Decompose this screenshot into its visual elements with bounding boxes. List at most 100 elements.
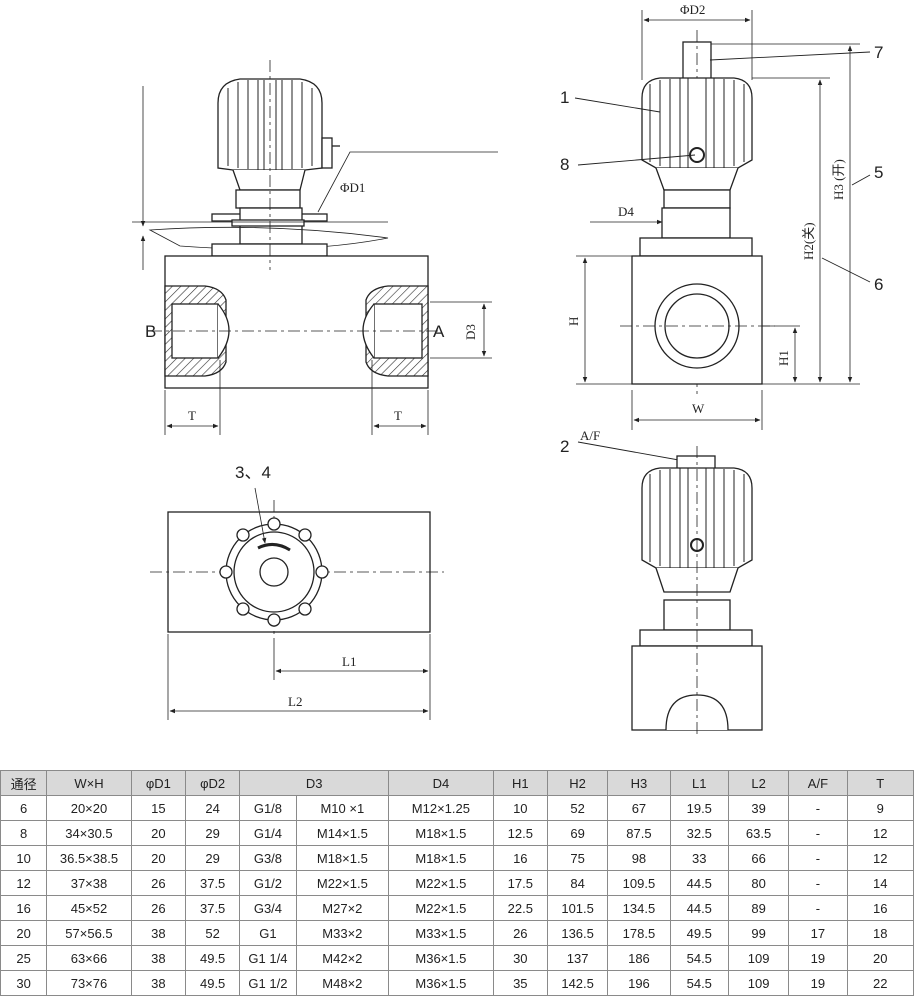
header-cell: H2: [546, 770, 609, 796]
callout-1: 1: [560, 88, 569, 107]
table-cell: M12×1.25: [388, 795, 494, 821]
label-t-right: T: [394, 408, 402, 423]
label-w: W: [692, 401, 705, 416]
table-cell: 45×52: [46, 895, 132, 921]
table-cell: M22×1.5: [388, 895, 494, 921]
table-cell: 19: [788, 945, 848, 971]
table-cell: 44.5: [669, 870, 729, 896]
table-cell: 101.5: [546, 895, 609, 921]
table-cell: 44.5: [669, 895, 729, 921]
table-cell: M36×1.5: [388, 970, 494, 996]
table-cell: 18: [846, 920, 914, 946]
table-cell: 73×76: [46, 970, 132, 996]
callout-5: 5: [874, 163, 883, 182]
table-cell: 26: [130, 895, 187, 921]
table-cell: 38: [130, 920, 187, 946]
af-view: [631, 446, 763, 735]
label-phi-d2: ΦD2: [680, 2, 705, 17]
table-cell: 24: [184, 795, 241, 821]
label-d4: D4: [618, 204, 634, 219]
header-cell: D3: [239, 770, 390, 796]
table-cell: 36.5×38.5: [46, 845, 132, 871]
table-cell: 20: [130, 820, 187, 846]
table-cell: 20: [846, 945, 914, 971]
table-cell: G1: [239, 920, 297, 946]
side-view: [574, 10, 871, 463]
label-h: H: [566, 317, 581, 326]
table-cell: 186: [607, 945, 671, 971]
header-cell: 通径: [0, 770, 48, 796]
table-cell: 136.5: [546, 920, 609, 946]
table-cell: 22: [846, 970, 914, 996]
table-cell: M36×1.5: [388, 945, 494, 971]
table-cell: 109.5: [607, 870, 671, 896]
label-h1: H1: [776, 350, 791, 366]
label-d3: D3: [463, 324, 478, 340]
table-cell: M22×1.5: [295, 870, 390, 896]
table-cell: 66: [727, 845, 790, 871]
table-cell: 32.5: [669, 820, 729, 846]
label-port-b: B: [145, 322, 156, 341]
table-cell: 80: [727, 870, 790, 896]
table-cell: 57×56.5: [46, 920, 132, 946]
table-cell: 29: [184, 845, 241, 871]
table-cell: -: [788, 870, 848, 896]
label-l2: L2: [288, 694, 302, 709]
table-cell: 12: [846, 820, 914, 846]
table-cell: 15: [130, 795, 187, 821]
table-cell: 34×30.5: [46, 820, 132, 846]
table-cell: 89: [727, 895, 790, 921]
table-cell: 12: [846, 845, 914, 871]
table-cell: 33: [669, 845, 729, 871]
table-cell: 19: [788, 970, 848, 996]
table-cell: 38: [130, 970, 187, 996]
table-cell: M33×2: [295, 920, 390, 946]
table-cell: 142.5: [546, 970, 609, 996]
label-af: A/F: [580, 428, 600, 443]
table-cell: 87.5: [607, 820, 671, 846]
table-cell: -: [788, 895, 848, 921]
table-cell: M14×1.5: [295, 820, 390, 846]
table-cell: 35: [492, 970, 548, 996]
callout-8: 8: [560, 155, 569, 174]
table-cell: 19.5: [669, 795, 729, 821]
table-cell: 37.5: [184, 895, 241, 921]
callout-2: 2: [560, 437, 569, 456]
callout-3-4: 3、4: [235, 463, 271, 482]
header-cell: D4: [388, 770, 494, 796]
callout-6: 6: [874, 275, 883, 294]
table-cell: 12.5: [492, 820, 548, 846]
table-cell: 52: [184, 920, 241, 946]
table-cell: M10 ×1: [295, 795, 390, 821]
table-cell: 75: [546, 845, 609, 871]
table-cell: M33×1.5: [388, 920, 494, 946]
table-cell: G1 1/2: [239, 970, 297, 996]
table-cell: G1 1/4: [239, 945, 297, 971]
table-cell: 9: [846, 795, 914, 821]
table-cell: 38: [130, 945, 187, 971]
top-view: [150, 487, 444, 720]
table-cell: G3/4: [239, 895, 297, 921]
table-header-row: 通径 W×H φD1 φD2 D3 D4 H1 H2 H3 L1 L2 A/F …: [0, 770, 914, 796]
header-cell: φD1: [130, 770, 187, 796]
table-cell: 26: [492, 920, 548, 946]
table-cell: 178.5: [607, 920, 671, 946]
header-cell: H3: [607, 770, 671, 796]
table-cell: M27×2: [295, 895, 390, 921]
header-cell: W×H: [46, 770, 132, 796]
table-cell: 20×20: [46, 795, 132, 821]
header-cell: T: [846, 770, 914, 796]
table-cell: 16: [492, 845, 548, 871]
table-cell: G3/8: [239, 845, 297, 871]
header-cell: φD2: [184, 770, 241, 796]
table-cell: 39: [727, 795, 790, 821]
label-phi-d1: ΦD1: [340, 180, 365, 195]
table-cell: 25: [0, 945, 48, 971]
table-cell: 63.5: [727, 820, 790, 846]
